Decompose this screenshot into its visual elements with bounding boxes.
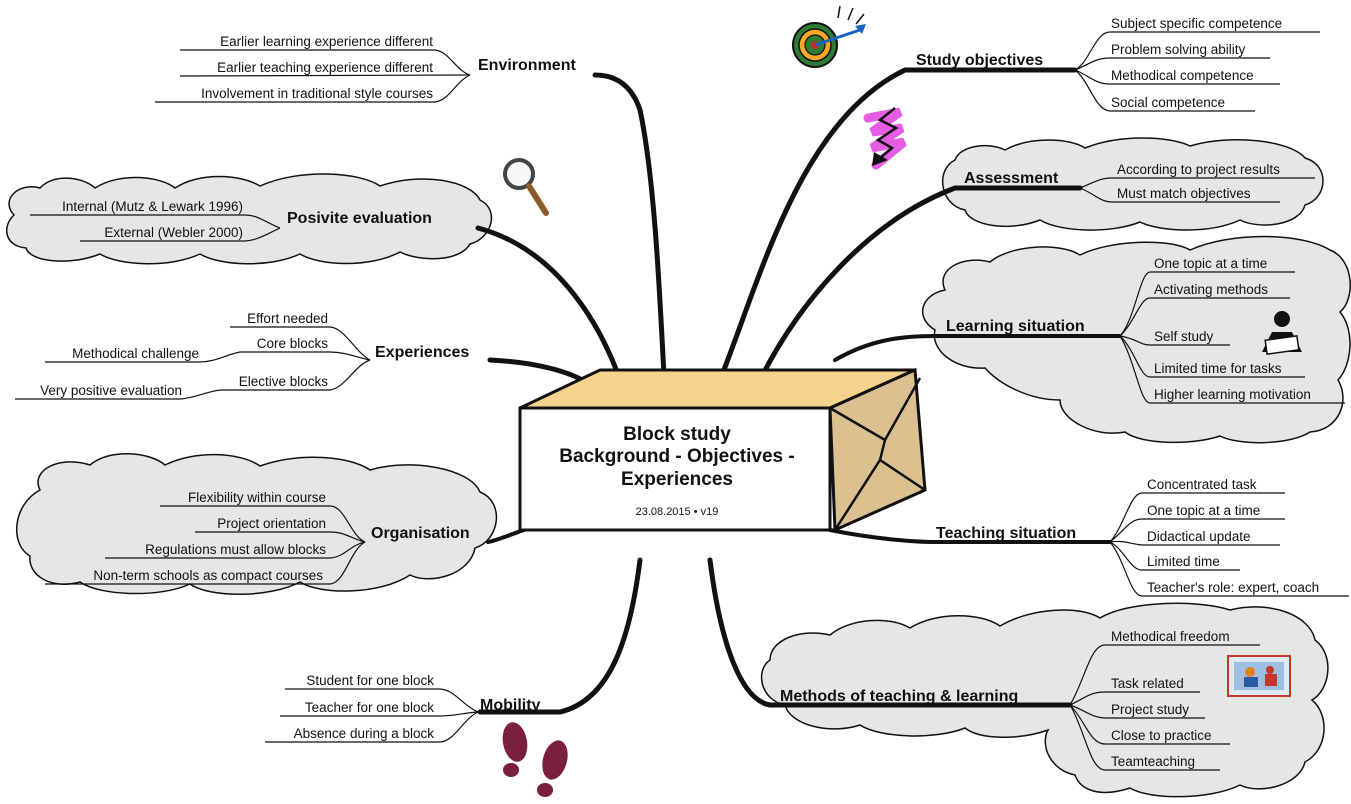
leaf-texts: Earlier learning experience different Ea… [40,16,1319,769]
center-title-line-3: Experiences [621,469,733,490]
footprints-icon [502,722,568,797]
experiences-item: Elective blocks [239,374,329,389]
teaching-situation-item: Concentrated task [1147,477,1257,492]
teaching-situation-item: Limited time [1147,554,1220,569]
organisation-item: Project orientation [217,516,326,531]
connector-learning-situation [833,334,1122,362]
experiences-item: Core blocks [257,336,329,351]
environment-item: Earlier learning experience different [220,34,433,49]
connector-environment [592,72,668,398]
cloud-assessment [941,137,1324,231]
methods-item: Task related [1111,676,1184,691]
methods-item: Close to practice [1111,728,1212,743]
assessment-item: Must match objectives [1117,186,1251,201]
center-date: 23.08.2015 • v19 [636,506,719,518]
organisation-item: Non-term schools as compact courses [93,568,323,583]
box-side-flap [829,377,926,531]
branch-title-organisation: Organisation [371,525,470,542]
connector-teaching-situation [828,528,1112,544]
methods-item: Teamteaching [1111,754,1195,769]
cloud-organisation [16,453,497,595]
study-objectives-item: Problem solving ability [1111,42,1246,57]
teaching-situation-item: Teacher's role: expert, coach [1147,580,1319,595]
branch-title-mobility: Mobility [480,697,541,714]
methods-item: Project study [1111,702,1189,717]
target-dart-icon [792,5,866,68]
learning-situation-item: Activating methods [1154,282,1268,297]
center-title-line-1: Block study [623,424,731,445]
branch-titles: Environment Posivite evaluation Experien… [287,52,1085,714]
experiences-sub-item: Methodical challenge [72,346,199,361]
learning-situation-item: One topic at a time [1154,256,1267,271]
teaching-situation-item: Didactical update [1147,529,1251,544]
experiences-sub-item: Very positive evaluation [40,383,182,398]
center-title-line-2: Background - Objectives - [559,446,794,467]
study-objectives-item: Methodical competence [1111,68,1254,83]
mobility-item: Teacher for one block [305,700,434,715]
positive-evaluation-item: External (Webler 2000) [104,225,243,240]
study-objectives-item: Social competence [1111,95,1225,110]
learning-situation-item: Limited time for tasks [1154,361,1282,376]
branch-title-teaching-situation: Teaching situation [936,525,1076,542]
connector-methods [707,557,1073,708]
branch-title-positive-evaluation: Posivite evaluation [287,210,432,227]
branch-title-assessment: Assessment [964,170,1059,187]
branch-title-study-objectives: Study objectives [916,52,1043,69]
reading-person-icon [1262,311,1302,356]
study-objectives-item: Subject specific competence [1111,16,1282,31]
connectors [475,67,1122,715]
connector-mobility [477,557,643,715]
leaf-lines [15,31,1349,771]
assessment-item: According to project results [1117,162,1280,177]
magnifier-icon [503,158,549,216]
environment-item: Involvement in traditional style courses [201,86,433,101]
organisation-item: Flexibility within course [188,490,326,505]
branch-title-learning-situation: Learning situation [946,318,1085,335]
branch-title-methods: Methods of teaching & learning [780,688,1018,705]
branch-title-experiences: Experiences [375,344,469,361]
mobility-item: Student for one block [306,673,434,688]
experiences-item: Effort needed [247,311,328,326]
environment-item: Earlier teaching experience different [217,60,433,75]
center-box: Block study Background - Objectives - Ex… [518,367,927,533]
cloud-methods [760,602,1329,798]
mobility-item: Absence during a block [294,726,435,741]
connector-assessment [757,185,1083,383]
methods-item: Methodical freedom [1111,629,1230,644]
learning-situation-item: Self study [1154,329,1214,344]
cloud-learning-situation [921,235,1351,444]
connector-study-objectives [717,67,1078,383]
learning-situation-item: Higher learning motivation [1154,387,1311,402]
box-front [518,406,832,532]
zigzag-arrow-icon [863,107,907,170]
teamwork-picture-icon [1227,655,1291,697]
branch-title-environment: Environment [478,57,576,74]
positive-evaluation-item: Internal (Mutz & Lewark 1996) [62,199,243,214]
organisation-item: Regulations must allow blocks [145,542,326,557]
teaching-situation-item: One topic at a time [1147,503,1260,518]
